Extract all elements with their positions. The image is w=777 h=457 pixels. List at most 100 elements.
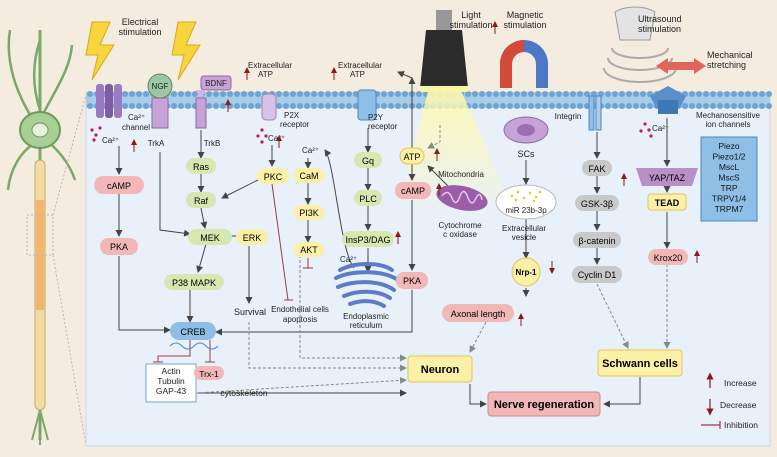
membrane-head	[87, 91, 93, 97]
membrane-head	[178, 103, 184, 109]
trx1-node	[194, 366, 224, 380]
nerve-regeneration-box	[487, 391, 601, 417]
pkc-node	[257, 168, 289, 184]
legend-increase-label: Increase	[724, 378, 757, 388]
membrane-head	[689, 103, 695, 109]
creb-label: CREB	[180, 327, 205, 337]
yap-taz-label: YAP/TAZ	[649, 173, 686, 183]
membrane-head	[185, 103, 191, 109]
membrane-head	[143, 103, 149, 109]
membrane-head	[570, 103, 576, 109]
akt-label: AKT	[300, 245, 318, 255]
ngf-label: NGF	[152, 82, 169, 91]
extracellular-vesicle	[495, 184, 557, 220]
inhibition-lines	[153, 183, 313, 363]
ca-label-2: Ca²⁺	[268, 134, 285, 143]
membrane-head	[521, 103, 527, 109]
membrane-head	[241, 103, 247, 109]
membrane-head	[759, 91, 765, 97]
mechano-channel-list	[700, 136, 758, 222]
membrane-head	[472, 103, 478, 109]
mek-node	[188, 229, 232, 245]
signal-arrows	[115, 71, 671, 408]
atp-node	[399, 147, 425, 165]
membrane-head	[346, 91, 352, 97]
membrane-head	[122, 91, 128, 97]
membrane-head	[745, 91, 751, 97]
schwann-cells-box	[597, 349, 683, 377]
gq-label: Gq	[362, 156, 374, 166]
trkb-receptor	[196, 90, 206, 100]
membrane-head	[738, 103, 744, 109]
membrane-head	[290, 103, 296, 109]
ca-channel	[96, 84, 122, 118]
membrane-head	[143, 91, 149, 97]
mechano-channel-item: Piezo	[718, 141, 740, 151]
membrane-head	[178, 91, 184, 97]
membrane-head	[689, 91, 695, 97]
vesicle-cargo-dots	[510, 190, 542, 203]
membrane-head	[311, 103, 317, 109]
calcium-ion	[639, 129, 643, 133]
membrane-head	[304, 91, 310, 97]
axonal-length-label: Axonal length	[451, 309, 506, 319]
membrane-head	[570, 91, 576, 97]
membrane-head	[465, 91, 471, 97]
membrane-head	[493, 103, 499, 109]
membrane-head	[535, 103, 541, 109]
magnet-icon	[500, 40, 548, 88]
gsk3b-node	[575, 195, 619, 211]
cam-label: CaM	[299, 171, 318, 181]
membrane-head	[619, 103, 625, 109]
membrane-head	[605, 103, 611, 109]
membrane-head	[311, 91, 317, 97]
plc-node	[354, 190, 382, 206]
pka-node-left	[100, 238, 138, 255]
membrane-head	[290, 91, 296, 97]
membrane-head	[276, 91, 282, 97]
membrane-head	[304, 103, 310, 109]
dna-icon	[169, 342, 219, 350]
membrane-head	[710, 91, 716, 97]
schwann-cell-illustration	[503, 116, 549, 144]
erk-node	[236, 229, 268, 245]
membrane-head	[696, 103, 702, 109]
mirna-dot	[522, 196, 526, 200]
lightning-icon	[171, 21, 201, 81]
ultrasound-device	[603, 6, 677, 83]
membrane-head	[241, 91, 247, 97]
membrane-head	[731, 91, 737, 97]
membrane-head	[227, 91, 233, 97]
p2x-receptor	[261, 93, 277, 121]
membrane-head	[479, 103, 485, 109]
membrane-head	[206, 103, 212, 109]
erk-label: ERK	[243, 233, 262, 243]
legend-inhibition-label: Inhibition	[724, 420, 758, 430]
lightning-icon	[85, 21, 115, 81]
mek-label: MEK	[200, 233, 220, 243]
trkb-receptor-body	[195, 97, 207, 129]
mechano-channel-item: MscL	[719, 162, 740, 172]
membrane-head	[577, 103, 583, 109]
camp-label-left: cAMP	[107, 181, 131, 191]
membrane-head	[220, 91, 226, 97]
membrane-head	[388, 103, 394, 109]
calcium-ion	[256, 134, 260, 138]
ca-channel-label: Ca²⁺channel	[122, 113, 150, 132]
mechano-channel-item: TRPV1/4	[712, 194, 747, 204]
gq-node	[354, 152, 382, 168]
membrane-head	[528, 91, 534, 97]
calcium-ion	[98, 126, 102, 130]
ca-label-5: Ca²⁺	[652, 124, 669, 133]
membrane-head	[745, 103, 751, 109]
atp-label: ATP	[404, 152, 421, 162]
membrane-head	[486, 91, 492, 97]
calcium-ion	[649, 134, 653, 138]
axonal-length-node	[442, 304, 514, 322]
